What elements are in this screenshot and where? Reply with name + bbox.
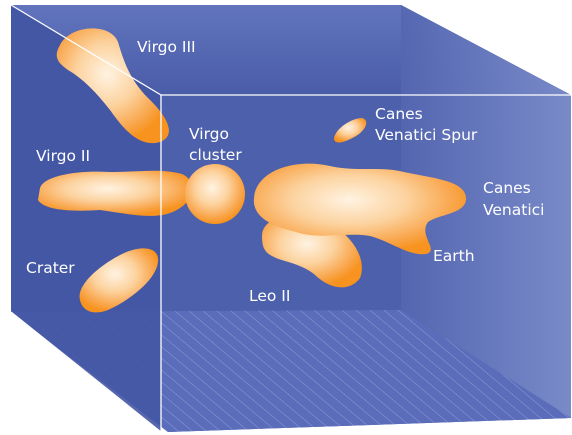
label-virgo-cluster-line2: cluster [189, 146, 242, 164]
label-canes-venatici-spur-line2: Venatici Spur [375, 126, 478, 144]
label-virgo-iii: Virgo III [137, 38, 196, 56]
cloud-virgo-ii [38, 171, 192, 216]
label-virgo-cluster-line1: Virgo [189, 125, 229, 143]
label-canes-venatici-spur-line1: Canes [375, 105, 423, 123]
label-canes-venatici-line1: Canes [483, 179, 531, 197]
label-leo-ii: Leo II [249, 287, 290, 305]
label-crater: Crater [26, 259, 75, 277]
cloud-virgo-cluster [185, 164, 245, 224]
label-virgo-ii: Virgo II [36, 147, 90, 165]
label-earth: Earth [433, 247, 475, 265]
label-canes-venatici-line2: Venatici [483, 201, 544, 219]
